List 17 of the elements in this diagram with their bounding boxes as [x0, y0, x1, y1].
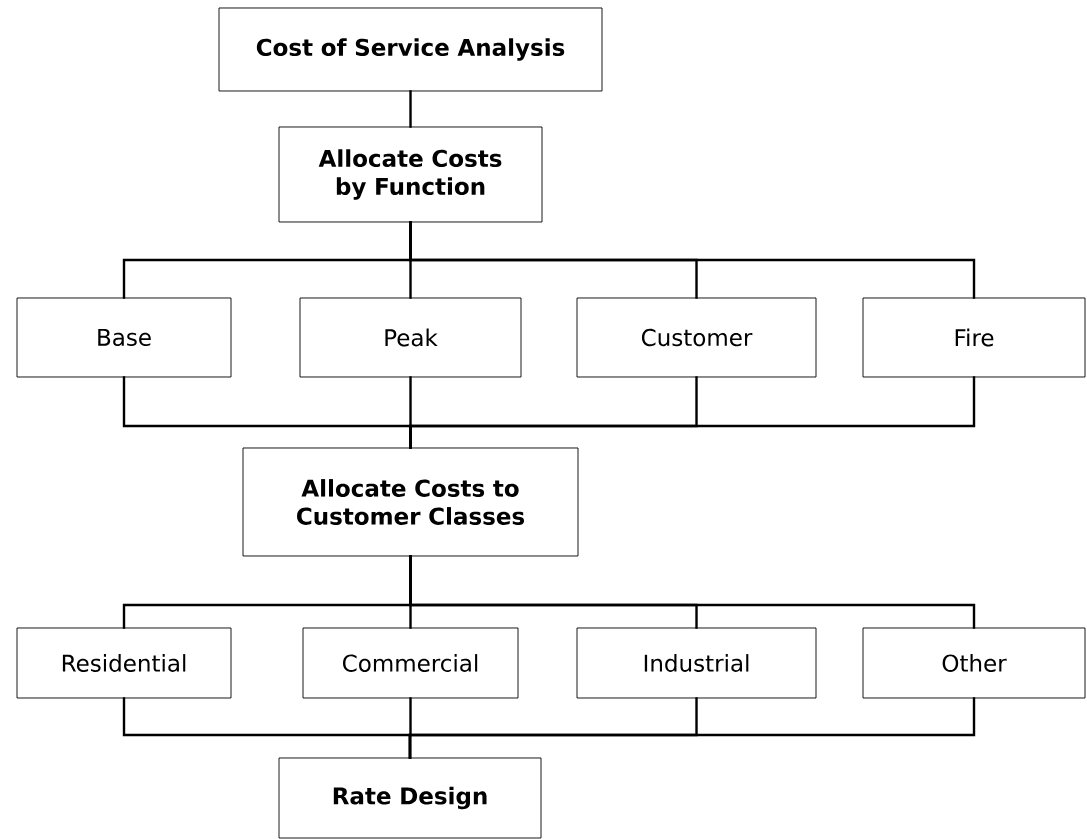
category-box: Residential	[16, 627, 232, 699]
category-box: Base	[16, 297, 232, 378]
category-box: Customer	[576, 297, 817, 378]
connector	[409, 555, 976, 629]
category-box: Other	[862, 627, 1086, 699]
connector	[409, 376, 976, 449]
category-box: Fire	[862, 297, 1086, 378]
connector	[409, 90, 412, 128]
category-box: Peak	[299, 297, 522, 378]
step-box: Allocate Costs to Customer Classes	[242, 447, 579, 557]
step-box: Allocate Costs by Function	[278, 126, 543, 223]
step-box: Rate Design	[278, 757, 542, 839]
category-box: Industrial	[576, 627, 817, 699]
step-box: Cost of Service Analysis	[218, 7, 603, 92]
connector	[408, 697, 976, 759]
category-box: Commercial	[302, 627, 519, 699]
connector	[409, 221, 976, 299]
